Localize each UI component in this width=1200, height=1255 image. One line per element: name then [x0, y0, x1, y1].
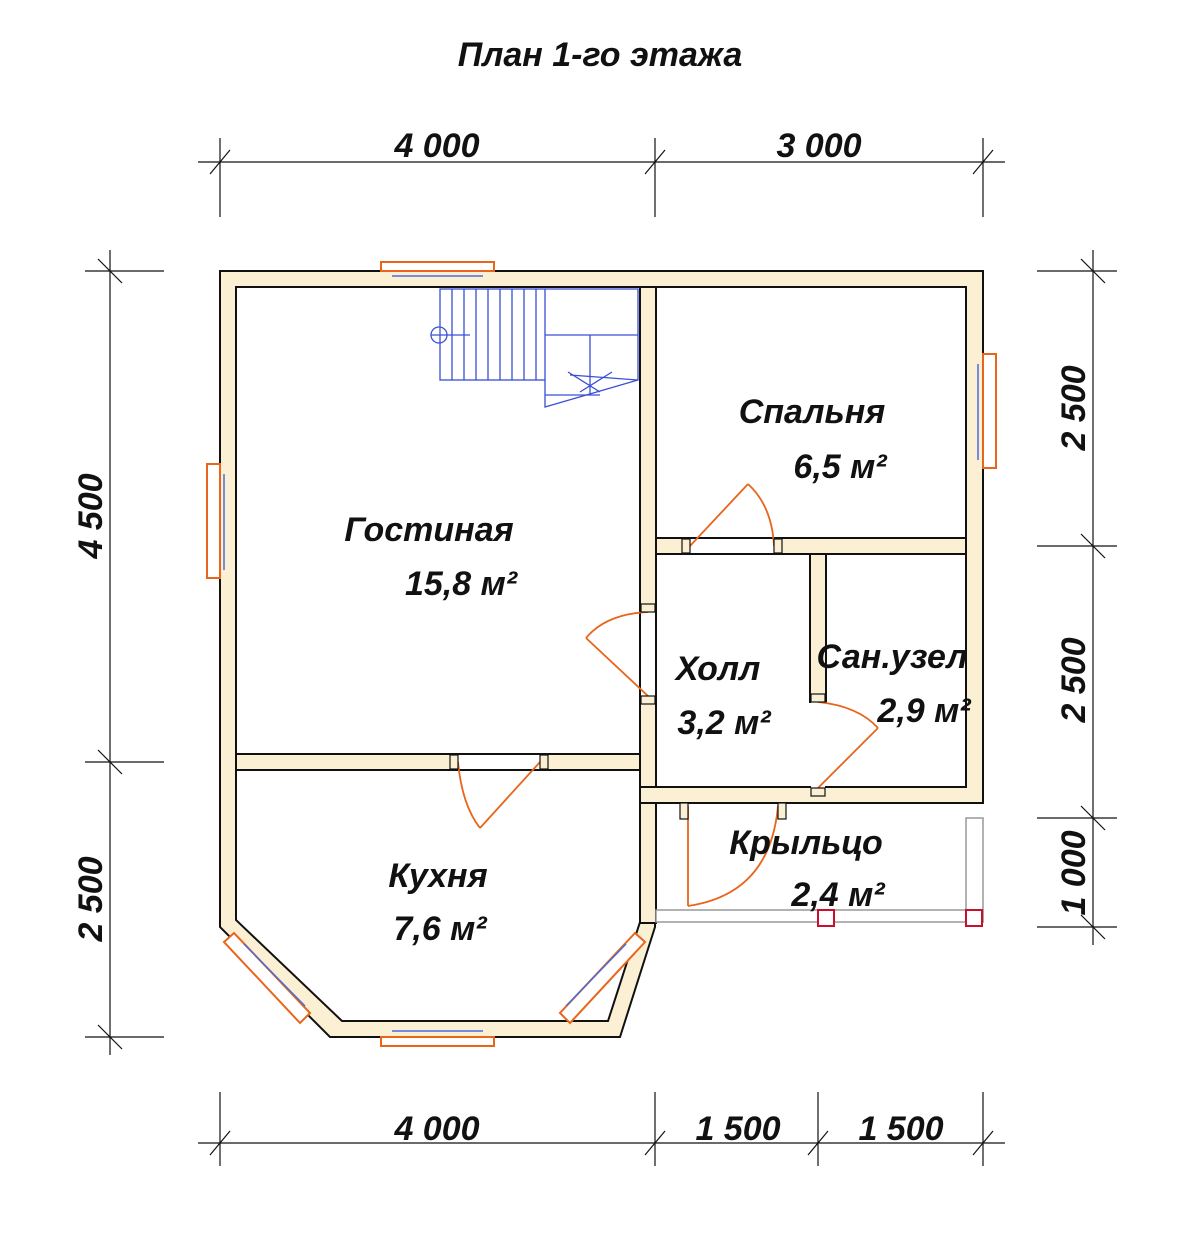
porch-post-left — [817, 909, 835, 927]
dim-top-right: 3 000 — [776, 127, 861, 165]
dim-left-top: 4 500 — [72, 473, 110, 559]
room-porch-name: Крыльцо — [729, 824, 882, 862]
door-swings — [449, 483, 879, 907]
room-bedroom-name: Спальня — [739, 393, 886, 431]
interior-wall-bathroom-left — [809, 553, 827, 703]
room-bathroom-name: Сан.узел — [817, 638, 968, 676]
dim-bottom-middle: 1 500 — [695, 1110, 780, 1148]
window-kitchen-bottom — [380, 1036, 495, 1047]
dim-bottom-left: 4 000 — [393, 1110, 479, 1148]
porch-railing-right — [965, 817, 984, 923]
interior-wall-porch-side — [639, 802, 657, 924]
window-kitchen-left-diagonal — [222, 931, 312, 1025]
dim-left-bottom: 2 500 — [72, 856, 110, 942]
door-entrance — [687, 805, 779, 907]
window-kitchen-right-diagonal — [558, 931, 647, 1025]
room-bathroom-area: 2,9 м² — [876, 692, 972, 730]
porch-post-right — [965, 909, 983, 927]
interior-wall-kitchen-top — [235, 753, 641, 771]
dim-right-middle: 2 500 — [1055, 637, 1093, 723]
room-hall-name: Холл — [674, 650, 760, 688]
door-bathroom — [817, 701, 879, 789]
room-kitchen-area: 7,6 м² — [393, 910, 488, 948]
stairs — [430, 288, 639, 408]
room-living-name: Гостиная — [344, 511, 513, 549]
dimension-lines — [85, 138, 1117, 1166]
interior-wall-main — [639, 286, 657, 788]
dim-right-top: 2 500 — [1055, 365, 1093, 451]
door-bedroom — [689, 483, 775, 547]
room-kitchen-name: Кухня — [388, 857, 487, 895]
dim-right-bottom: 1 000 — [1055, 830, 1093, 915]
room-living-area: 15,8 м² — [405, 565, 519, 603]
porch — [655, 817, 984, 927]
dim-bottom-right: 1 500 — [858, 1110, 943, 1148]
windows — [206, 261, 997, 1047]
window-living-top — [380, 261, 495, 272]
room-porch-area: 2,4 м² — [790, 876, 886, 914]
dim-top-left: 4 000 — [393, 127, 479, 165]
window-bedroom-right — [982, 353, 997, 469]
room-hall-area: 3,2 м² — [677, 704, 772, 742]
window-living-left — [206, 463, 221, 579]
door-living — [585, 611, 649, 697]
room-bedroom-area: 6,5 м² — [793, 448, 888, 486]
door-openings — [458, 539, 825, 788]
plan-title: План 1-го этажа — [458, 36, 743, 74]
door-kitchen — [457, 761, 541, 829]
